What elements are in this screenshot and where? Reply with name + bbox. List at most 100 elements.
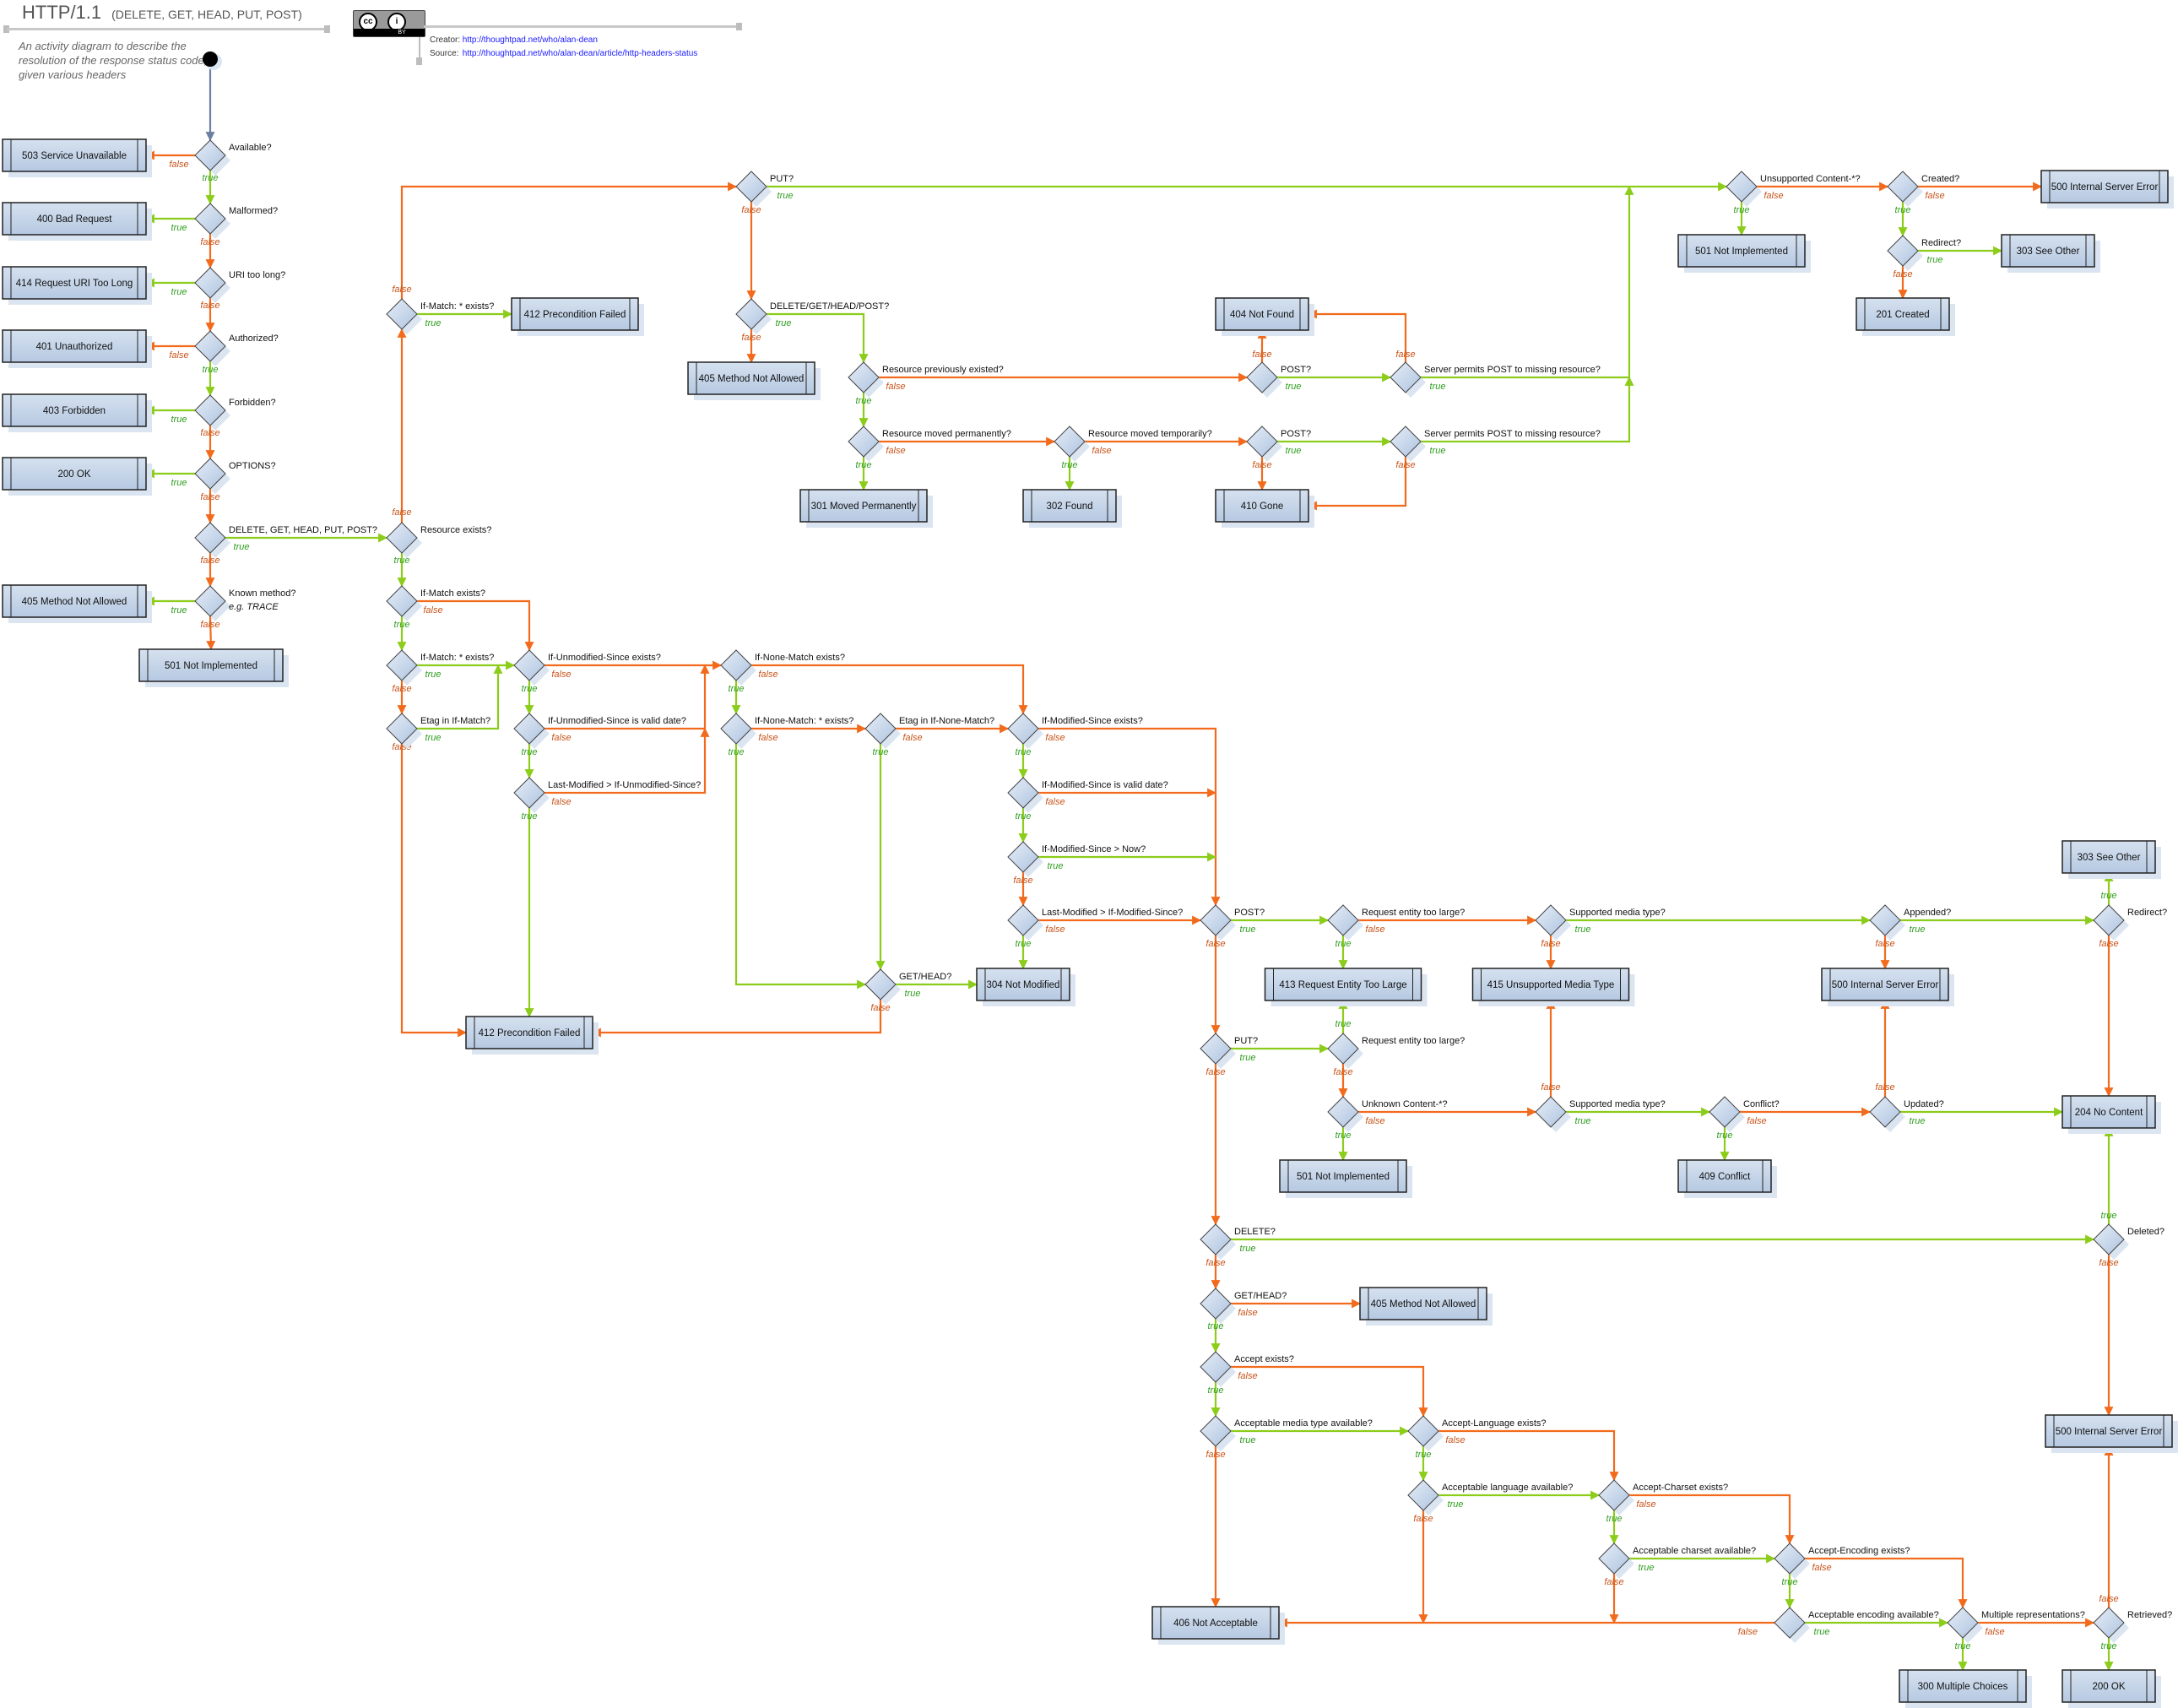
decision-label: Resource moved permanently? [882, 429, 1011, 439]
decision-diamond [1726, 171, 1758, 203]
decision-node: Last-Modified > If-Unmodified-Since? [513, 777, 701, 813]
status-label: 300 Multiple Choices [1918, 1682, 2008, 1692]
decision-label: Created? [1921, 174, 1959, 184]
box-frame [2062, 840, 2156, 874]
false-label: false [1764, 191, 1783, 201]
decision-label: Unknown Content-*? [1362, 1099, 1448, 1109]
true-label: true [856, 460, 872, 470]
flow-edge-merge [1421, 185, 1634, 379]
false-label: false [1365, 924, 1384, 935]
decision-node: Accept-Encoding exists? [1774, 1543, 1910, 1579]
status-box: 300 Multiple Choices [1899, 1669, 2032, 1708]
decision-node: Unsupported Content-*? [1726, 171, 1861, 207]
false-label: false [758, 670, 777, 680]
decision-diamond [848, 426, 880, 458]
true-label: true [1240, 924, 1256, 935]
false-label: false [169, 350, 188, 361]
decision-label: Appended? [1904, 908, 1951, 918]
true-label: true [1782, 1577, 1798, 1587]
decision-node: Resource moved permanently? [848, 426, 1011, 462]
decision-diamond [1887, 171, 1919, 203]
false-label: false [200, 620, 219, 630]
decision-diamond [194, 458, 226, 490]
false-label: false [1395, 460, 1415, 470]
flow-edge [417, 599, 534, 652]
box-frame [1677, 1159, 1772, 1193]
decision-node: PUT? [1200, 1033, 1258, 1069]
status-box: 301 Moved Permanently [799, 489, 933, 528]
decision-label: POST? [1234, 908, 1265, 918]
decision-diamond [386, 585, 418, 617]
true-label: true [171, 287, 187, 297]
box-frame [138, 648, 284, 682]
decision-label: Redirect? [1921, 238, 1961, 248]
true-label: true [171, 478, 187, 488]
false-label: false [2099, 939, 2118, 949]
flow-edge [1307, 457, 1407, 511]
false-label: false [1333, 1067, 1352, 1077]
decision-label: GET/HEAD? [1234, 1291, 1287, 1301]
false-label: false [200, 237, 219, 247]
status-box: 302 Found [1022, 489, 1122, 528]
true-label: true [1286, 382, 1302, 392]
decision-diamond [2093, 904, 2125, 936]
true-label: true [171, 415, 187, 425]
true-label: true [1336, 939, 1352, 949]
false-label: false [1252, 460, 1271, 470]
decision-node: PUT? [735, 171, 794, 207]
status-label: 501 Not Implemented [1695, 247, 1788, 257]
decision-node: If-Modified-Since > Now? [1007, 841, 1146, 877]
decision-node: POST? [1200, 904, 1265, 941]
flow-edge-merge [544, 727, 710, 794]
false-label: false [1604, 1577, 1623, 1587]
decision-node: Accept-Language exists? [1407, 1415, 1547, 1451]
creator-link[interactable]: http://thoughtpad.net/who/alan-dean [462, 35, 598, 45]
status-label: 414 Request URI Too Long [16, 279, 133, 289]
false-label: false [758, 733, 777, 743]
attribution-meta: Creator: http://thoughtpad.net/who/alan-… [430, 34, 697, 61]
flow-edge [206, 615, 216, 651]
status-label: 406 Not Acceptable [1173, 1619, 1258, 1629]
status-box: 410 Gone [1215, 489, 1314, 528]
true-label: true [1016, 939, 1032, 949]
cc-by-license-badge[interactable]: cc i BY [353, 10, 425, 37]
decision-label: If-Match: * exists? [420, 653, 494, 663]
false-label: false [886, 382, 905, 392]
decision-label: Server permits POST to missing resource? [1424, 429, 1601, 439]
flow-edge [1231, 1365, 1428, 1418]
decision-label: Acceptable encoding available? [1808, 1610, 1939, 1620]
nodes-layer: Available?Malformed?URI too long?Authori… [2, 52, 2178, 1708]
box-frame [2040, 170, 2169, 203]
decision-diamond [1054, 426, 1086, 458]
box-frame [465, 1016, 593, 1049]
false-label: false [1238, 1371, 1257, 1381]
flow-edge [1438, 1429, 1619, 1482]
false-label: false [200, 556, 219, 566]
source-link[interactable]: http://thoughtpad.net/who/alan-dean/arti… [462, 49, 698, 58]
decision-note: e.g. TRACE [229, 602, 279, 612]
decision-diamond [1407, 1415, 1439, 1447]
box-frame [687, 361, 815, 395]
false-label: false [1875, 939, 1894, 949]
false-label: false [551, 670, 571, 680]
false-label: false [1738, 1627, 1758, 1637]
decision-node: If-Modified-Since is valid date? [1007, 777, 1168, 813]
false-label: false [551, 733, 571, 743]
false-label: false [1541, 939, 1560, 949]
flow-edge [400, 744, 468, 1038]
decision-node: Resource previously existed? [848, 361, 1004, 398]
flow-edge [1805, 1557, 1968, 1609]
box-frame [2001, 234, 2095, 268]
title-text: HTTP/1.1 [22, 2, 102, 23]
status-label: 304 Not Modified [987, 980, 1060, 990]
status-label: 400 Bad Request [37, 214, 113, 225]
status-label: 301 Moved Permanently [811, 502, 917, 512]
title-rule [7, 28, 326, 30]
status-box: 503 Service Unavailable [2, 138, 152, 177]
status-box: 415 Unsupported Media Type [1471, 968, 1635, 1006]
status-box: 500 Internal Server Error [2040, 170, 2174, 209]
decision-diamond [513, 713, 545, 745]
box-frame [1151, 1606, 1280, 1640]
false-label: false [1365, 1116, 1384, 1126]
